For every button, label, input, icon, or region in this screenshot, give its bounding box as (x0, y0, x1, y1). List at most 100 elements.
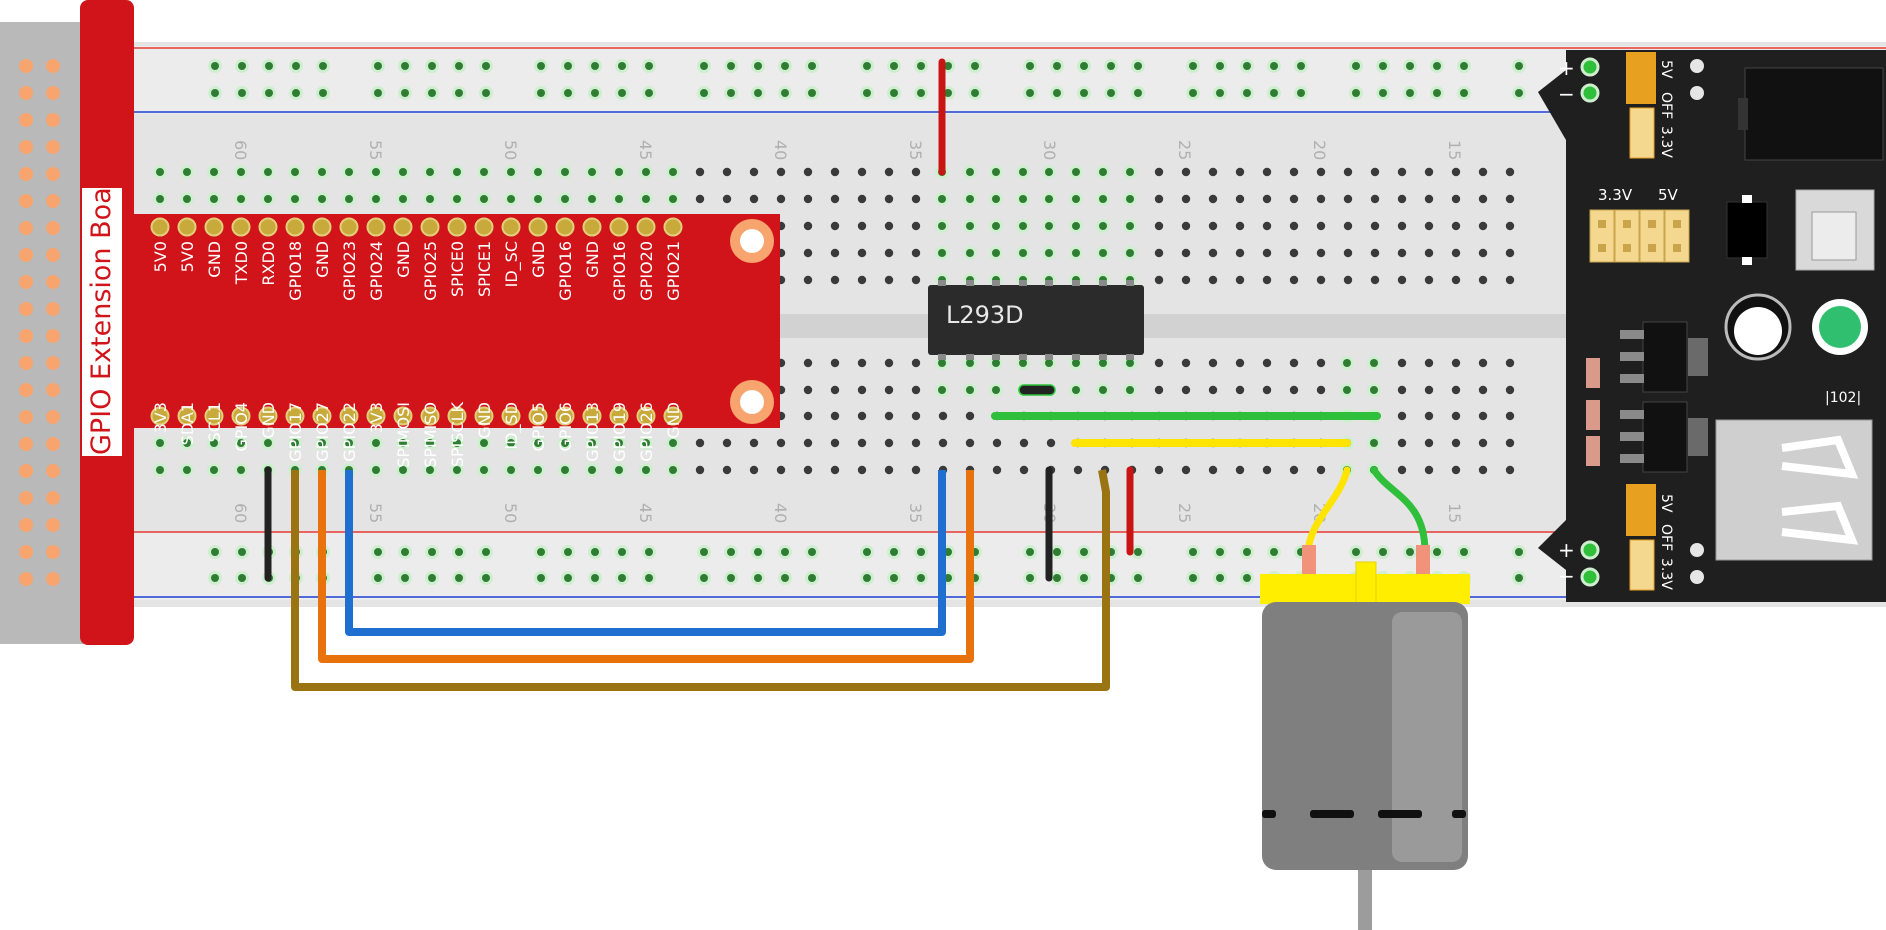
rail-hole (1379, 548, 1387, 556)
breadboard-hole (749, 465, 759, 475)
header-pin-bottom (366, 406, 386, 426)
header-pin-bottom (609, 406, 629, 426)
regulator-leg (1620, 454, 1644, 463)
top-pin-label: GPIO25 (421, 241, 440, 301)
breadboard-hole (803, 248, 813, 258)
screw-top-1 (1690, 59, 1704, 73)
breadboard-hole (857, 275, 867, 285)
active-hole (1099, 222, 1107, 230)
breadboard-hole (1262, 221, 1272, 231)
breadboard-hole (695, 167, 705, 177)
rail-hole (971, 62, 979, 70)
breadboard-hole (830, 275, 840, 285)
motor-terminal-left (1302, 545, 1316, 575)
rail-plus-top: + (1558, 56, 1575, 80)
active-hole (1343, 359, 1351, 367)
breadboard-hole (830, 194, 840, 204)
breadboard-hole (911, 248, 921, 258)
header-pin-top (339, 217, 359, 237)
rail-hole (238, 62, 246, 70)
rail-hole (211, 89, 219, 97)
header-pin-bottom (393, 406, 413, 426)
active-hole (318, 168, 326, 176)
breadboard-hole (1397, 438, 1407, 448)
rail-hole (808, 62, 816, 70)
breadboard-hole (1208, 221, 1218, 231)
header-pin-block (1664, 209, 1690, 263)
chip-label: |102| (1825, 390, 1861, 406)
breadboard-hole (776, 465, 786, 475)
header-pin (1673, 220, 1681, 228)
rail-hole (754, 574, 762, 582)
breadboard-hole (1316, 248, 1326, 258)
rail-hole (537, 89, 545, 97)
column-number: 40 (771, 503, 790, 523)
column-number: 60 (231, 140, 250, 160)
mounting-hole-top-inner (740, 229, 764, 253)
capacitor-2 (1586, 400, 1600, 430)
active-hole (1126, 359, 1134, 367)
active-hole (938, 249, 946, 257)
breadboard-hole (776, 438, 786, 448)
active-hole (1045, 195, 1053, 203)
rail-hole (1243, 574, 1251, 582)
header-pin-block (1614, 209, 1640, 263)
active-hole (345, 439, 353, 447)
breadboard-hole (803, 438, 813, 448)
active-hole (1099, 168, 1107, 176)
breadboard-hole (1451, 438, 1461, 448)
rail-hole (1297, 89, 1305, 97)
active-hole (1099, 195, 1107, 203)
breadboard-hole (1262, 248, 1272, 258)
rail-hole (1270, 89, 1278, 97)
ribbon-pin (19, 491, 33, 505)
column-number: 30 (1040, 140, 1059, 160)
bottom-pin-label: GND (259, 402, 278, 439)
rail-hole (863, 89, 871, 97)
active-hole (642, 168, 650, 176)
column-number: 50 (501, 503, 520, 523)
bottom-pin-label: ID_SD (502, 402, 522, 450)
rail-hole (890, 574, 898, 582)
active-hole (642, 466, 650, 474)
breadboard-hole (1181, 194, 1191, 204)
jumper-bottom-label-33v: 3.3V (1658, 558, 1674, 590)
breadboard-hole (1235, 167, 1245, 177)
breadboard-hole (857, 221, 867, 231)
extension-board-title: GPIO Extension Board (86, 160, 117, 455)
breadboard-hole (1235, 248, 1245, 258)
breadboard-hole (938, 438, 948, 448)
bottom-pin-label: 3V3 (151, 402, 170, 433)
active-hole (183, 466, 191, 474)
header-pin (1673, 244, 1681, 252)
active-hole (615, 466, 623, 474)
breadboard-hole (1262, 194, 1272, 204)
header-pin (1623, 220, 1631, 228)
breadboard-hole (803, 221, 813, 231)
breadboard-hole (1316, 358, 1326, 368)
active-hole (237, 439, 245, 447)
breadboard-hole (1424, 221, 1434, 231)
ribbon-pin (19, 518, 33, 532)
rail-hole (754, 62, 762, 70)
power-switch-cap-top (1742, 195, 1752, 203)
rail-hole (1026, 548, 1034, 556)
column-number: 25 (1175, 503, 1194, 523)
header-pin-bottom (447, 406, 467, 426)
active-hole (938, 195, 946, 203)
rail-hole (727, 574, 735, 582)
breadboard-hole (1289, 248, 1299, 258)
ribbon-pin (19, 59, 33, 73)
breadboard-hole (803, 385, 813, 395)
breadboard-hole (722, 167, 732, 177)
dc-jack-inner (1738, 98, 1748, 130)
active-hole (399, 439, 407, 447)
breadboard-hole (857, 465, 867, 475)
breadboard-hole (776, 194, 786, 204)
rail-hole (917, 574, 925, 582)
breadboard-hole (1154, 275, 1164, 285)
rail-hole (1379, 62, 1387, 70)
